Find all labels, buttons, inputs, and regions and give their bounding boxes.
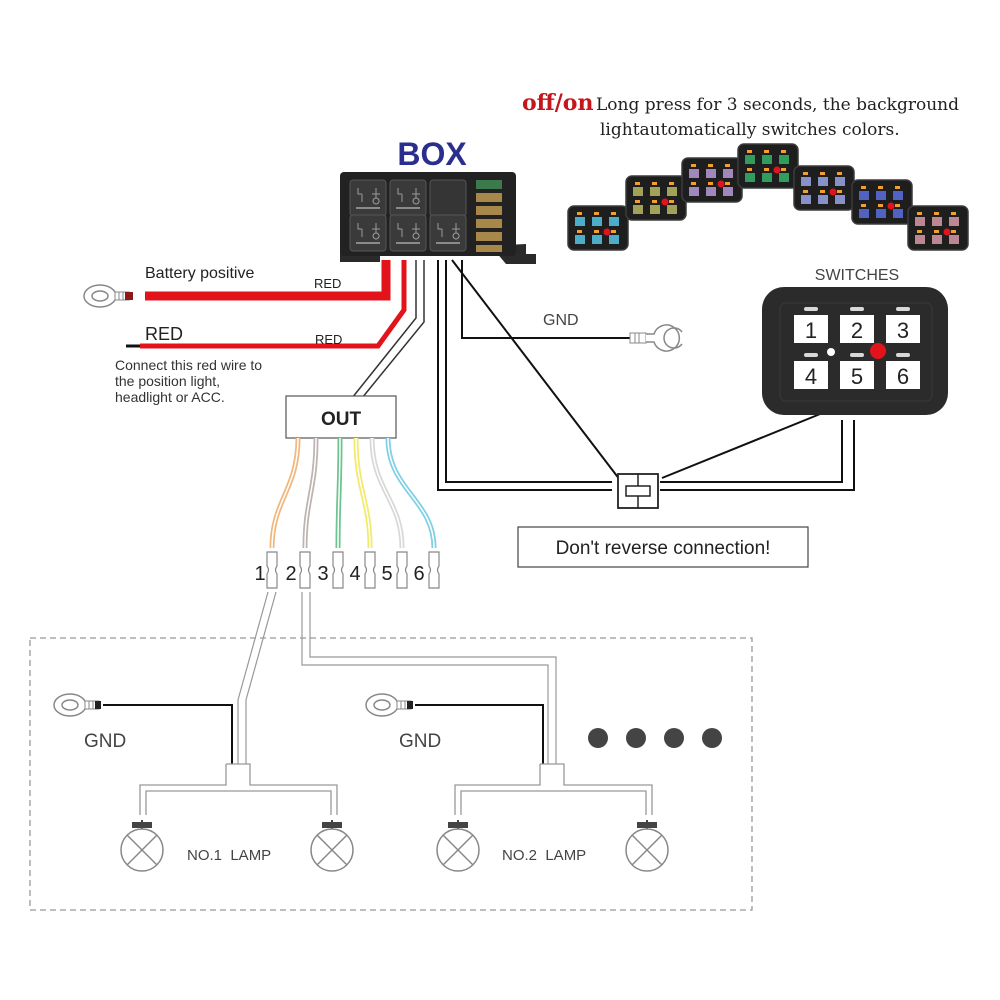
color-panel-blue (851, 179, 913, 225)
switch-button-3[interactable]: 3 (886, 307, 920, 343)
switch-button-label: 5 (851, 364, 863, 389)
battery-ring-terminal-icon (83, 284, 133, 308)
lamp-group-2 (365, 693, 669, 872)
lamp-group-1 (53, 693, 354, 872)
out-channel-1: 1 (254, 437, 301, 589)
switch-button-label: 6 (897, 364, 909, 389)
relay-box (340, 172, 536, 264)
box-title: BOX (397, 136, 467, 172)
switch-button-1[interactable]: 1 (794, 307, 828, 343)
more-dot (588, 728, 608, 748)
channel-number: 3 (317, 563, 328, 585)
lamp-feed-wires (237, 591, 557, 764)
out-box (285, 395, 397, 439)
battery-positive-label: Battery positive (145, 265, 254, 282)
gnd-fork-terminal-icon (629, 324, 683, 352)
power-button-icon[interactable] (870, 343, 886, 359)
lamp-label-group2: NO.2 LAMP (502, 847, 586, 864)
gnd-label-group2: GND (399, 731, 441, 752)
acc-wire-label: RED (315, 332, 342, 347)
lamp-label-group1: NO.1 LAMP (187, 847, 271, 864)
out-harness-wire (351, 260, 425, 399)
more-lamps-indicator (588, 728, 722, 748)
indicator-dot (827, 348, 835, 356)
acc-note-line3: headlight or ACC. (115, 389, 225, 405)
gnd-ring-terminal-icon (53, 693, 101, 717)
switch-button-5[interactable]: 5 (840, 353, 874, 389)
out-channel-6: 6 (385, 437, 440, 589)
pin-connector-icon (428, 551, 440, 589)
more-dot (626, 728, 646, 748)
lamp-icon (310, 819, 354, 872)
switch-button-label: 2 (851, 318, 863, 343)
color-panel-cyan (567, 205, 629, 251)
out-channel-4: 4 (349, 437, 376, 589)
switch-button-label: 3 (897, 318, 909, 343)
out-channel-2: 2 (285, 437, 319, 589)
lamp-area (29, 637, 753, 911)
acc-note-line2: the position light, (115, 373, 220, 389)
color-panel-olive (625, 175, 687, 221)
lamp-icon (120, 819, 164, 872)
offon-text-line2: lightautomatically switches colors. (600, 120, 900, 140)
lamp-icon (625, 819, 669, 872)
switch-button-label: 1 (805, 318, 817, 343)
channel-number: 2 (285, 563, 296, 585)
switches-title: SWITCHES (815, 267, 899, 284)
gnd-ring-terminal-icon (365, 693, 413, 717)
out-channel-5: 5 (369, 437, 408, 589)
warning-text: Don't reverse connection! (556, 538, 771, 559)
color-panel-green (737, 143, 799, 189)
switch-button-label: 4 (805, 364, 817, 389)
switch-panel (762, 287, 948, 415)
more-dot (664, 728, 684, 748)
offon-label: off/on (522, 90, 593, 116)
pin-connector-icon (396, 551, 408, 589)
channel-number: 6 (413, 563, 424, 585)
gnd-label-group1: GND (84, 731, 126, 752)
battery-positive-wire (145, 260, 391, 301)
color-panel-pink (907, 205, 969, 251)
acc-note-line1: Connect this red wire to (115, 357, 262, 373)
switch-harness-wires (437, 259, 855, 491)
out-label: OUT (321, 409, 362, 430)
pin-connector-icon (364, 551, 376, 589)
switch-button-6[interactable]: 6 (886, 353, 920, 389)
color-panel-lavender (793, 165, 855, 211)
acc-red-wire (126, 260, 407, 349)
switch-button-4[interactable]: 4 (794, 353, 828, 389)
channel-number: 4 (349, 563, 360, 585)
acc-heading: RED (145, 324, 183, 344)
gnd-label: GND (543, 312, 579, 329)
channel-number: 5 (381, 563, 392, 585)
warning-box (517, 526, 809, 568)
more-dot (702, 728, 722, 748)
battery-wire-label: RED (314, 276, 341, 291)
switch-button-2[interactable]: 2 (840, 307, 874, 343)
color-panel-violet (681, 157, 743, 203)
out-channel-3: 3 (317, 437, 344, 589)
connector-icon (617, 473, 659, 509)
pin-connector-icon (266, 551, 278, 589)
pin-connector-icon (332, 551, 344, 589)
offon-text-line1: Long press for 3 seconds, the background (596, 95, 959, 115)
pin-connector-icon (299, 551, 311, 589)
lamp-icon (436, 819, 480, 872)
channel-number: 1 (254, 563, 265, 585)
